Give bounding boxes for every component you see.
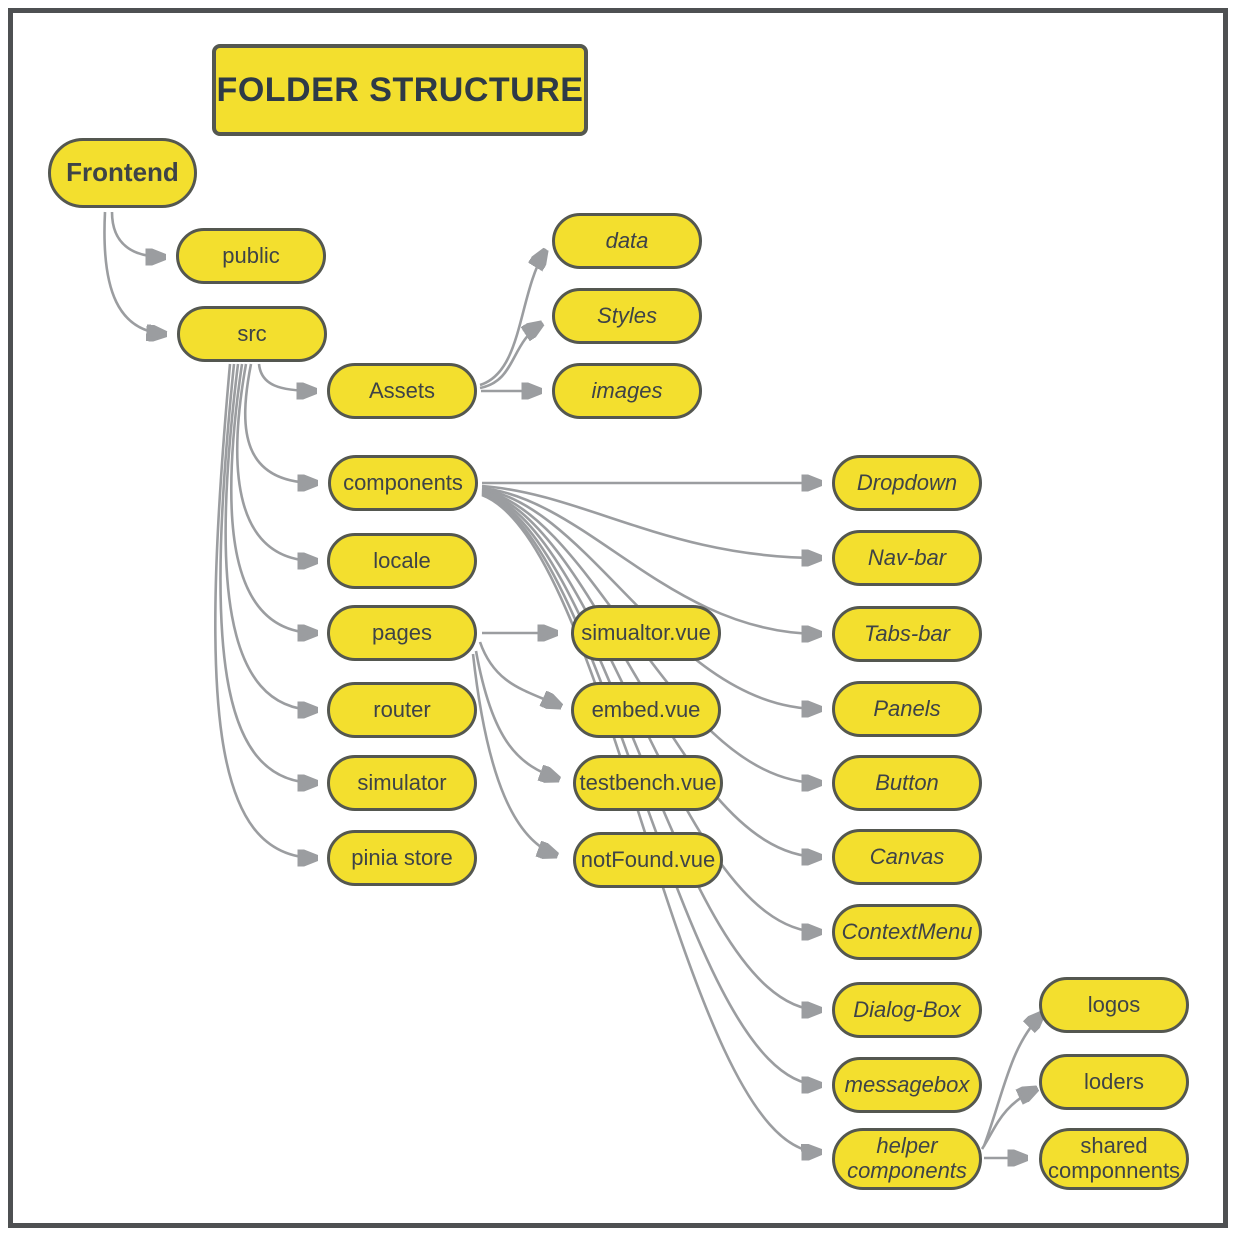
node-label: pinia store [351,844,453,870]
edge-frontend-public [110,211,164,257]
node-data: data [552,213,702,269]
node-label: public [222,242,280,268]
node-components: components [328,455,478,511]
node-shared-componnents: shared componnents [1039,1128,1189,1190]
edge-pages-testbench-vue [474,650,558,779]
node-label: Button [875,769,939,795]
node-panels: Panels [832,681,982,737]
edge-components-nav-bar [481,484,820,558]
node-label: Assets [368,377,436,403]
node-locale: locale [327,533,477,589]
edge-components-dialog-box [481,491,820,1010]
node-testbench-vue: testbench.vue [573,755,723,811]
node-logos: logos [1039,977,1189,1033]
node-label: Styles [597,302,657,328]
node-embed-vue: embed.vue [571,682,721,738]
edge-helper-components-logos [982,1014,1042,1147]
node-label: simualtor.vue [581,619,711,645]
node-label: Nav-bar [867,544,947,570]
node-label: messagebox [844,1071,970,1097]
node-src: src [177,306,327,362]
edge-frontend-src [103,211,165,334]
edge-components-helper-components [481,493,820,1152]
edge-pages-embed-vue [478,641,560,706]
node-loders: loders [1039,1054,1189,1110]
edge-src-router [224,363,316,710]
edge-assets-styles [479,324,541,390]
edge-helper-components-loders [980,1089,1036,1150]
node-dialog-box: Dialog-Box [832,982,982,1038]
node-frontend: Frontend [48,138,197,208]
edge-src-locale [235,363,316,561]
edge-src-components [243,363,316,483]
edge-components-tabs-bar [481,486,820,634]
node-tabs-bar: Tabs-bar [832,606,982,662]
edge-pages-notfound-vue [471,653,556,855]
node-label: data [605,227,649,253]
edge-src-pages [229,363,316,633]
node-pages: pages [327,605,477,661]
node-label: ContextMenu [841,918,973,944]
node-label: Tabs-bar [863,620,950,646]
node-label: locale [373,547,431,573]
edge-src-assets [257,363,315,391]
node-label: pages [372,619,432,645]
node-assets: Assets [327,363,477,419]
node-styles: Styles [552,288,702,344]
node-contextmenu: ContextMenu [832,904,982,960]
node-label: simulator [357,769,447,795]
edge-src-pinia-store [214,363,316,858]
node-public: public [176,228,326,284]
node-label: Dropdown [856,469,958,495]
node-messagebox: messagebox [832,1057,982,1113]
node-label: loders [1084,1068,1144,1094]
node-images: images [552,363,702,419]
node-label: Canvas [869,843,945,869]
node-dropdown: Dropdown [832,455,982,511]
node-simulator: simulator [327,755,477,811]
edge-assets-data [479,251,545,387]
node-canvas: Canvas [832,829,982,885]
node-label: testbench.vue [579,769,717,795]
node-label: Panels [873,695,941,721]
node-label: src [237,320,267,346]
node-label: Frontend [66,157,179,188]
node-label: Dialog-Box [853,996,961,1022]
node-label: notFound.vue [580,846,716,872]
node-helper-components: helper components [832,1128,982,1190]
node-label: images [591,377,663,403]
node-label: embed.vue [591,696,701,722]
node-label: helper components [847,1133,967,1183]
node-button: Button [832,755,982,811]
node-pinia-store: pinia store [327,830,477,886]
node-notfound-vue: notFound.vue [573,832,723,888]
node-label: shared componnents [1047,1133,1181,1183]
node-label: router [373,696,431,722]
edge-src-simulator [219,363,316,783]
node-router: router [327,682,477,738]
node-label: components [343,469,463,495]
node-nav-bar: Nav-bar [832,530,982,586]
node-label: logos [1087,991,1141,1017]
diagram-title: FOLDER STRUCTURE [212,44,588,136]
node-simualtor-vue: simualtor.vue [571,605,721,661]
